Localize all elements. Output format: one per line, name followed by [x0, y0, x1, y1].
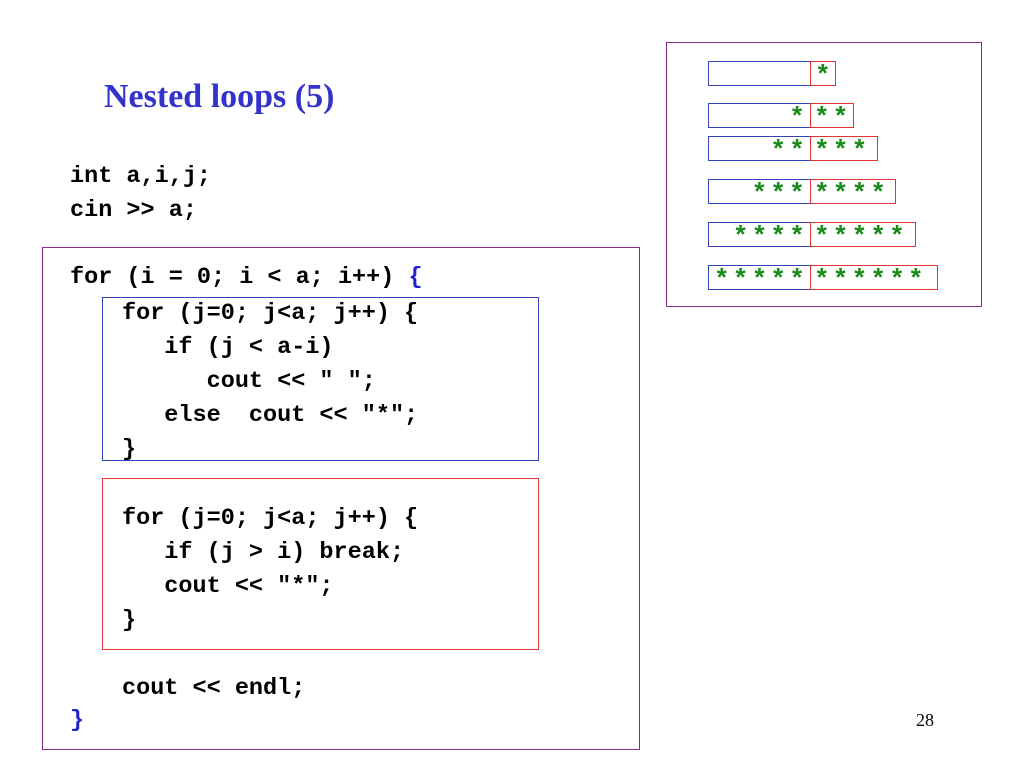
page-number: 28	[916, 710, 934, 730]
diagram-row-left-stars: ****	[732, 222, 808, 252]
outer-close-brace: }	[70, 707, 85, 734]
diagram-row-right-stars: ******	[814, 265, 927, 295]
diagram-row-right-stars: ***	[814, 136, 871, 166]
declaration-line-1: int a,i,j;	[70, 163, 212, 190]
loop1-line-1: for (j=0; j<a; j++) {	[122, 300, 419, 327]
outer-for-text: for (i = 0; i < a; i++)	[70, 264, 409, 291]
diagram-row-left-stars: **	[770, 136, 808, 166]
diagram-row-right-stars: ****	[814, 179, 890, 209]
outer-open-brace: {	[408, 264, 423, 291]
loop1-line-5: }	[122, 436, 137, 463]
outer-loop-box	[42, 247, 640, 750]
loop1-line-2: if (j < a-i)	[122, 334, 334, 361]
diagram-row-left-box	[708, 222, 812, 247]
diagram-row-right-stars: *	[815, 61, 834, 91]
diagram-row-left-box	[708, 103, 812, 128]
endl-line: cout << endl;	[122, 675, 306, 702]
diagram-row-right-box	[810, 136, 878, 161]
diagram-row-left-box	[708, 265, 812, 290]
diagram-row-right-stars: **	[814, 103, 852, 133]
outer-for-line: for (i = 0; i < a; i++) {	[70, 261, 423, 295]
diagram-row-left-box	[708, 61, 812, 86]
diagram-row-left-box	[708, 179, 812, 204]
loop2-line-2: if (j > i) break;	[122, 539, 405, 566]
diagram-row-left-stars: ***	[751, 179, 808, 209]
loop2-line-4: }	[122, 607, 137, 634]
diagram-row-left-stars	[704, 59, 808, 84]
diagram-row-right-box	[810, 61, 836, 86]
diagram-row-right-box	[810, 265, 938, 290]
loop1-line-3: cout << " ";	[122, 368, 376, 395]
diagram-row-right-box	[810, 103, 854, 128]
loop2-line-3: cout << "*";	[122, 573, 334, 600]
diagram-row-left-box	[708, 136, 812, 161]
loop1-line-4: else cout << "*";	[122, 402, 419, 429]
diagram-row-left-stars: *****	[713, 265, 808, 295]
diagram-row-right-box	[810, 179, 896, 204]
diagram-row-left-stars: *	[789, 103, 808, 133]
inner-loop-1-box	[102, 297, 539, 461]
output-diagram	[666, 42, 982, 307]
diagram-row-right-stars: *****	[814, 222, 909, 252]
slide-title: Nested loops (5)	[104, 78, 335, 115]
loop2-line-1: for (j=0; j<a; j++) {	[122, 505, 419, 532]
declaration-line-2: cin >> a;	[70, 197, 197, 224]
inner-loop-2-box	[102, 478, 539, 650]
diagram-row-right-box	[810, 222, 916, 247]
